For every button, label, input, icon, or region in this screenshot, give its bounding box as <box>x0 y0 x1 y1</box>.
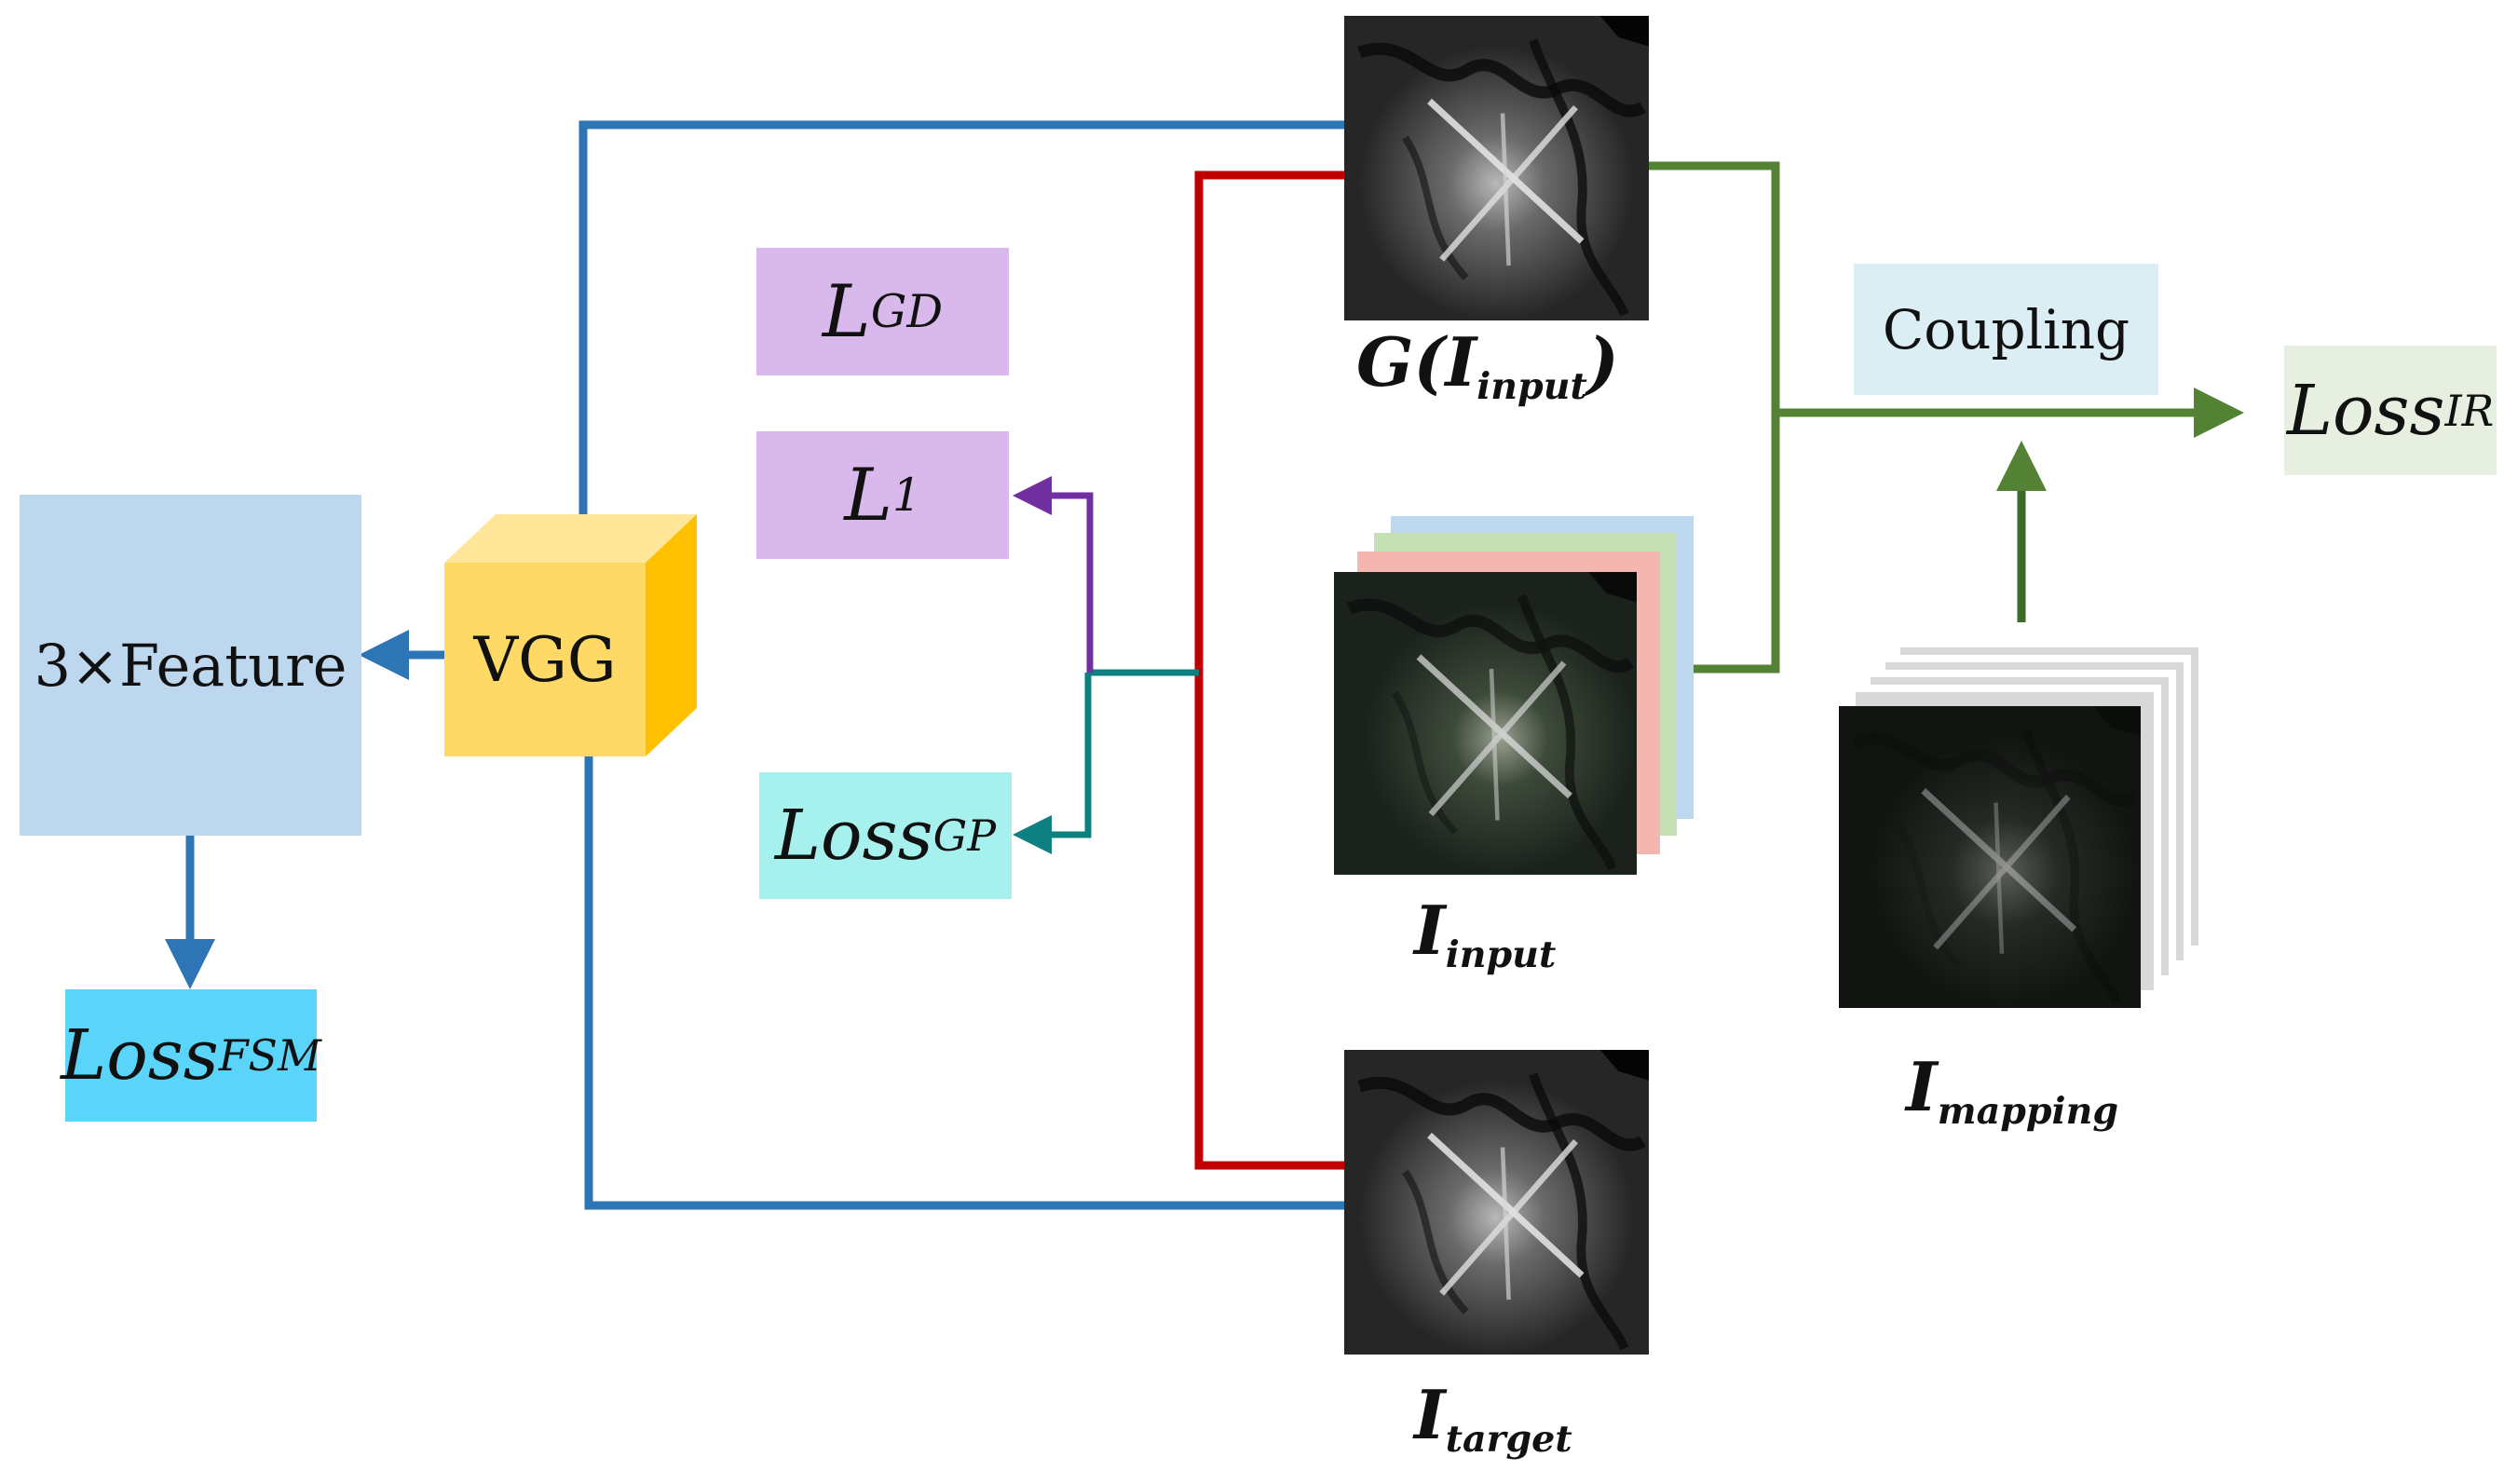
l1-box <box>756 431 1009 559</box>
l-gd-box <box>756 248 1009 375</box>
blue-line-generated-to-vgg <box>578 120 1344 517</box>
feature-label: 3×Feature <box>34 631 347 700</box>
input-caption-main: I <box>1414 891 1446 970</box>
loss-gp-sub: GP <box>932 810 997 861</box>
vgg-label: VGG <box>473 623 617 696</box>
l-gd-main: L <box>822 269 871 354</box>
mapping-image-stack <box>1839 647 2198 1008</box>
generated-image-caption: G(Iinput) <box>1356 322 1619 408</box>
generated-caption-suffix: ) <box>1586 322 1619 402</box>
blue-line-target-to-vgg <box>584 756 1344 1210</box>
red-line-generated-target <box>1194 170 1344 1170</box>
loss-fsm-sub: FSM <box>218 1030 321 1081</box>
loss-fsm-box <box>65 989 317 1122</box>
l1-main: L <box>844 453 892 538</box>
target-caption-main: I <box>1414 1375 1446 1454</box>
input-caption-sub: input <box>1445 933 1557 976</box>
loss-gp-box <box>759 772 1012 899</box>
vgg-cube <box>444 514 697 756</box>
target-image <box>1344 1050 1649 1355</box>
loss-gp-main: Loss <box>774 796 933 876</box>
arrow-to-l1 <box>1013 476 1094 673</box>
generated-image <box>1344 16 1649 320</box>
loss-fsm-main: Loss <box>61 1015 219 1096</box>
target-image-caption: Itarget <box>1414 1375 1572 1461</box>
l1-sub: 1 <box>892 469 921 522</box>
loss-ir-box <box>2284 346 2497 475</box>
mapping-caption-main: I <box>1906 1047 1938 1126</box>
generated-caption-prefix: G(I <box>1356 322 1477 402</box>
target-caption-sub: target <box>1445 1417 1572 1461</box>
loss-ir-sub: IR <box>2444 385 2495 436</box>
mapping-image-caption: Imapping <box>1906 1047 2118 1133</box>
generated-caption-sub: input <box>1477 364 1587 408</box>
coupling-box <box>1854 264 2158 395</box>
arrow-to-loss-gp <box>1013 673 1092 854</box>
input-image-caption: Iinput <box>1414 891 1556 976</box>
loss-ir-main: Loss <box>2286 370 2445 451</box>
coupling-label: Coupling <box>1882 297 2130 361</box>
mapping-caption-sub: mapping <box>1937 1089 2119 1133</box>
green-line-coupling <box>1649 161 1780 674</box>
feature-box <box>20 495 361 836</box>
l-gd-sub: GD <box>870 285 944 338</box>
input-image-stack <box>1334 516 1694 875</box>
